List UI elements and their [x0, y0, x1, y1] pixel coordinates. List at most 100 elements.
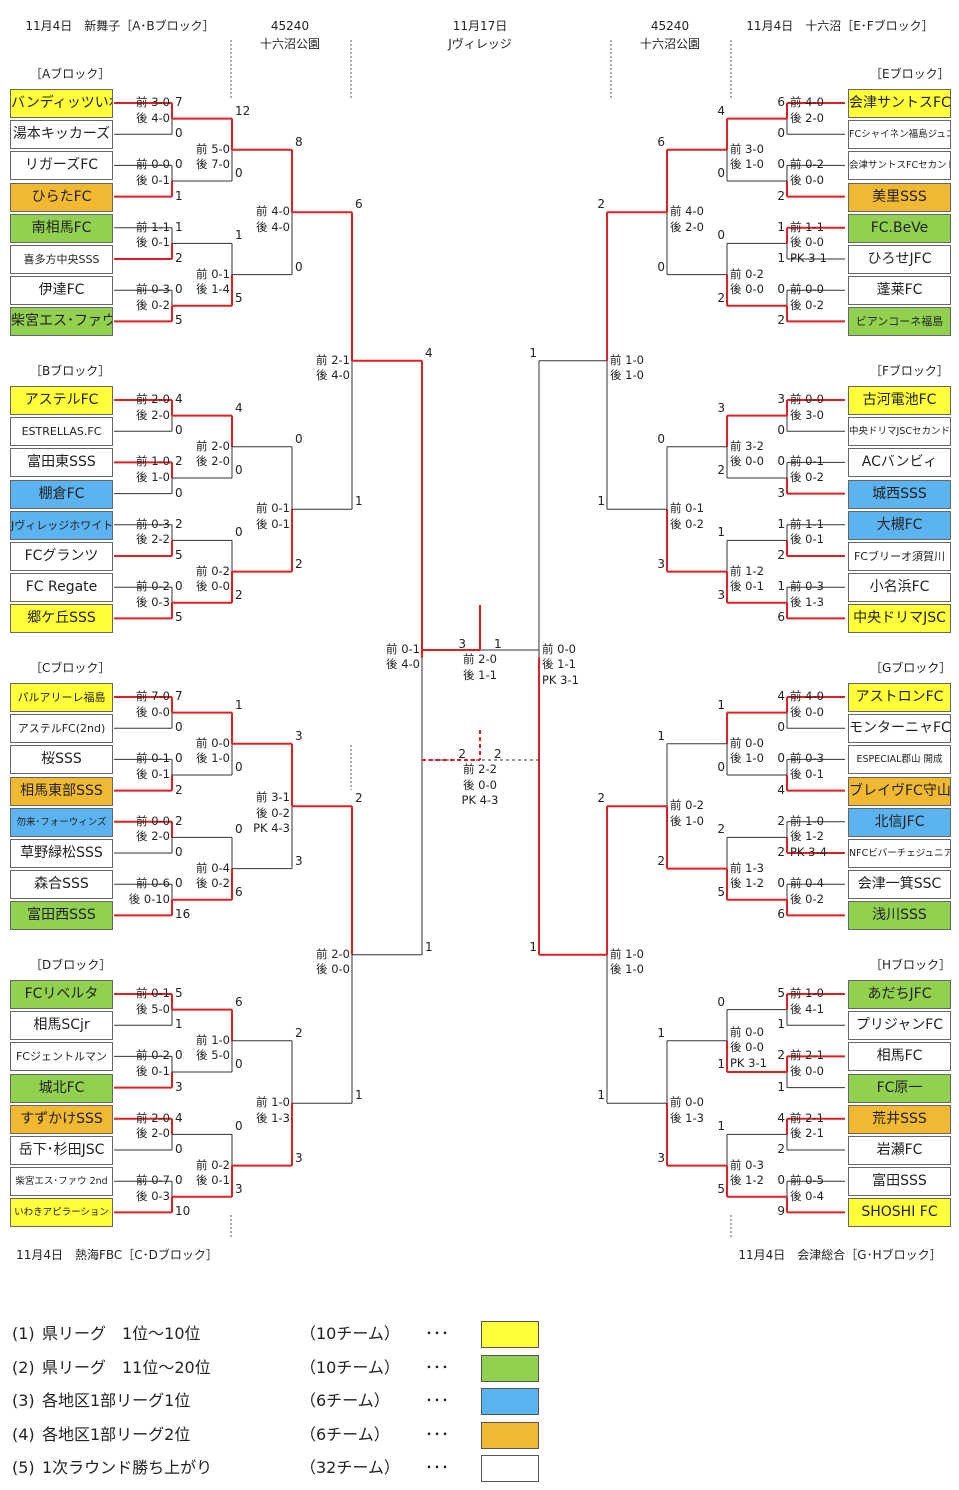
match-score: 前 1-0 後 1-2 PK 3-4	[790, 813, 827, 859]
match-score: 前 0-1 後 0-2	[790, 454, 824, 484]
block-label: ［Dブロック］	[30, 958, 112, 972]
goal-count: 0	[175, 485, 183, 500]
match-score: 前 3-1 後 0-2 PK 4-3	[253, 790, 290, 836]
goal-count: 5	[777, 986, 785, 1000]
goal-count: 2	[777, 1048, 785, 1063]
goal-count: 1	[777, 1017, 785, 1032]
match-score: 前 2-1 後 4-0	[316, 352, 350, 383]
match-score: 前 1-0 後 1-3	[256, 1095, 290, 1125]
team-cell: FC Regate	[10, 573, 113, 603]
goal-count: 9	[777, 1204, 785, 1219]
goal-count: 2	[235, 587, 243, 602]
goal-count: 1	[777, 579, 785, 594]
legend-count: （10チーム）	[300, 1357, 400, 1377]
legend-dots: ･･･	[425, 1324, 450, 1343]
goal-count: 4	[235, 400, 243, 415]
goal-count: 1	[597, 1088, 605, 1103]
team-cell: 喜多方中央SSS	[10, 245, 113, 274]
goal-count: 3	[717, 400, 725, 415]
team-cell: 美里SSS	[848, 182, 951, 212]
header-gh-venue: 11月4日 会津総合［G･Hブロック］	[738, 1248, 942, 1262]
match-score: 前 0-3 後 1-2	[730, 1157, 764, 1188]
legend-swatch	[481, 1321, 539, 1348]
team-cell: 郷ケ丘SSS	[10, 604, 113, 634]
goal-count: 0	[235, 463, 243, 477]
match-score: 前 1-0 後 1-0	[610, 352, 644, 383]
block-label: ［Eブロック］	[870, 67, 950, 81]
team-cell: 相馬SCjr	[10, 1011, 113, 1041]
goal-count: 0	[175, 1048, 183, 1063]
legend-count: （6チーム）	[300, 1424, 390, 1444]
goal-count: 1	[175, 219, 183, 234]
team-cell: 浅川SSS	[848, 901, 951, 931]
match-score: 前 0-7 後 0-3	[136, 1173, 170, 1203]
match-score: 前 1-3 後 1-2	[730, 860, 764, 891]
match-score: 前 0-0 後 1-1 PK 3-1	[542, 641, 579, 687]
block-label: ［Hブロック］	[870, 958, 952, 972]
match-score: 前 0-1 後 4-0	[386, 641, 420, 672]
goal-count: 6	[777, 907, 785, 922]
match-score: 前 1-1 後 0-1	[136, 219, 170, 250]
team-cell: 柴宮エス･ファウ	[10, 307, 113, 337]
legend-description: 県リーグ 11位〜20位	[42, 1357, 211, 1377]
match-score: 前 0-2 後 0-3	[136, 579, 170, 609]
goal-count: 0	[717, 166, 725, 180]
goal-count: 4	[777, 1110, 785, 1125]
goal-count: 5	[235, 290, 243, 305]
goal-count: 2	[175, 516, 183, 531]
team-cell: 会津サントスFC	[848, 89, 951, 118]
header-ef-venue: 11月4日 十六沼［E･Fブロック］	[746, 19, 934, 33]
goal-count: 0	[657, 259, 665, 274]
team-cell: 湯本キッカーズ	[10, 120, 113, 150]
goal-count: 2	[777, 1142, 785, 1156]
block-label: ［Fブロック］	[870, 364, 949, 378]
team-cell: 柴宮エス･ファウ 2nd	[10, 1167, 113, 1197]
team-cell: アステルFC(2nd)	[10, 714, 113, 744]
goal-count: 1	[494, 637, 502, 651]
goal-count: 1	[777, 219, 785, 234]
match-score: 前 2-1 後 0-0	[790, 1048, 824, 1078]
team-cell: アステルFC	[10, 386, 113, 415]
match-score: 前 7-0 後 0-0	[136, 689, 170, 719]
goal-count: 3	[777, 485, 785, 500]
legend-count: （32チーム）	[300, 1458, 400, 1477]
goal-count: 3	[717, 587, 725, 602]
match-score: 前 0-4 後 0-2	[196, 860, 230, 891]
match-score: 前 0-0 後 0-1	[136, 157, 170, 187]
team-cell: 伊達FC	[10, 276, 113, 306]
goal-count: 2	[777, 813, 785, 828]
legend-number: (2)	[12, 1357, 35, 1377]
goal-count: 4	[425, 345, 433, 360]
team-cell: すずかけSSS	[10, 1104, 113, 1134]
match-score: 前 0-3 後 2-2	[136, 516, 170, 547]
match-score: 前 0-2 後 0-1	[196, 1157, 230, 1188]
match-score: 前 0-0 後 1-0	[196, 735, 230, 766]
team-cell: 会津一箕SSC	[848, 870, 951, 900]
team-cell: ひらたFC	[10, 182, 113, 212]
legend-dots: ･･･	[425, 1424, 450, 1444]
match-score: 前 0-0 後 0-0 PK 3-1	[730, 1024, 767, 1070]
goal-count: 1	[777, 516, 785, 531]
goal-count: 3	[295, 1150, 303, 1165]
goal-count: 0	[295, 431, 303, 446]
team-cell: 富田西SSS	[10, 901, 113, 931]
goal-count: 0	[777, 1173, 785, 1188]
goal-count: 7	[175, 689, 183, 703]
goal-count: 1	[175, 188, 183, 203]
team-cell: あだちJFC	[848, 980, 951, 1009]
goal-count: 1	[777, 251, 785, 265]
goal-count: 8	[295, 134, 303, 149]
goal-count: 0	[175, 720, 183, 735]
goal-count: 1	[717, 525, 725, 540]
team-cell: Jヴィレッジホワイト	[10, 510, 113, 540]
goal-count: 16	[175, 907, 191, 922]
goal-count: 1	[235, 697, 243, 712]
match-score: 前 0-0 後 2-0	[136, 813, 170, 844]
match-score: 前 0-1 後 0-2	[670, 501, 704, 531]
goal-count: 0	[235, 1057, 243, 1071]
goal-count: 1	[529, 939, 537, 954]
match-score: 前 0-1 後 5-0	[136, 986, 170, 1016]
legend-dots: ･･･	[425, 1391, 450, 1410]
match-score: 前 0-0 後 3-0	[790, 392, 824, 422]
